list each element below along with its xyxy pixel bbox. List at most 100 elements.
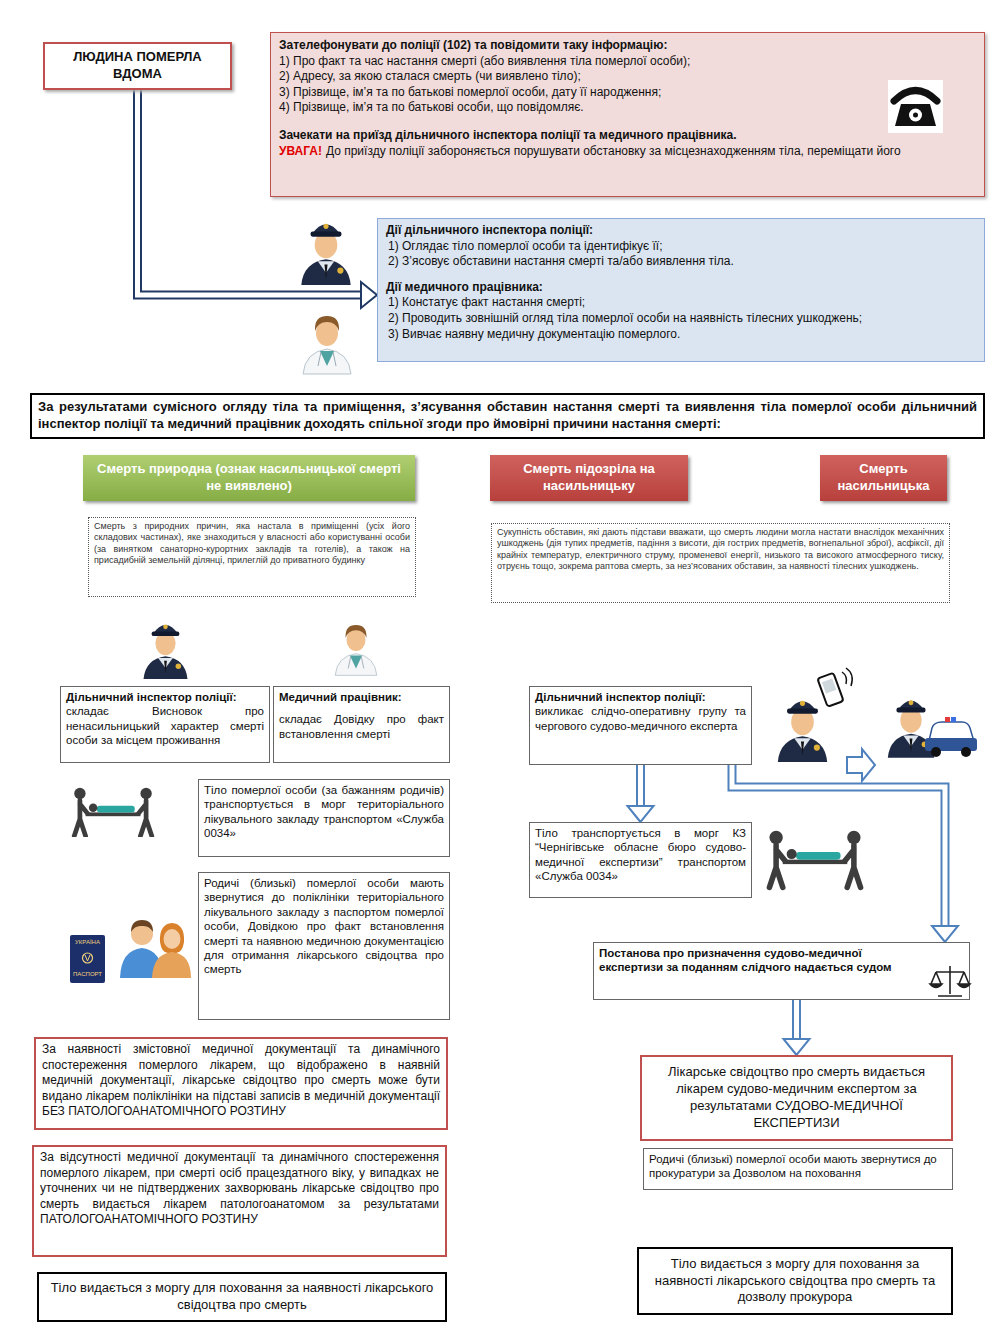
node-text: 3) Вивчає наявну медичну документацію по… [386,327,976,343]
node-heading: Дільничний інспектор поліції: [66,690,264,704]
release-box: Тіло видається з моргу для поховання за … [637,1247,953,1315]
node-text: До приїзду поліції забороняється порушув… [326,144,901,158]
node-text: За наявності змістовної медичної докумен… [42,1042,440,1120]
scales-icon [936,966,964,996]
police-car-icon [931,747,941,757]
relatives-icon [152,952,191,978]
node-text: Тіло померлої особи (за бажанням родичів… [204,783,444,841]
arrow-inner [794,1000,799,1039]
node-text: Смерть природна (ознак насильницької сме… [91,461,407,495]
transport-box: Тіло померлої особи (за бажанням родичів… [198,779,450,857]
node-text: Дії медичного працівника: [386,280,976,296]
telephone-icon [894,91,937,102]
suspicious-death-badge: Смерть підозріла на насильницьку [490,455,688,501]
arrow-head [628,806,654,822]
relatives-icon [160,923,184,953]
node-heading: Зателефонувати до поліції (102) та повід… [279,38,976,54]
certificate-box: Лікарське свідоцтво про смерть видається… [640,1055,953,1141]
node-text: Смерть насильницька [828,461,939,495]
actions-box: Дії дільничного інспектора поліції:1) Ог… [377,218,985,362]
flow-arrow [784,1000,810,1055]
node-text: ЛЮДИНА ПОМЕРЛА ВДОМА [51,49,224,83]
node-text: 2) Проводить зовнішній огляд тіла померл… [386,311,976,327]
node-text: УВАГА! [279,144,322,158]
node-text: Лікарське свідоцтво про смерть видається… [648,1064,945,1132]
flow-arrow [732,765,958,942]
node-text: Тіло видається з моргу для поховання за … [647,1256,943,1307]
arrow-head [932,926,958,942]
mobile-phone-icon [842,668,852,686]
node-heading: Дільничний інспектор поліції: [535,690,746,704]
node-text: Родичі (близькі) померлої особи мають зв… [649,1152,947,1181]
passport-icon [85,955,90,961]
node-text: За результатами сумісного огляду тіла та… [38,399,977,433]
scales-icon [930,966,970,996]
arrow-head [784,1039,810,1055]
certificate-box: За відсутності медичної документації та … [32,1145,447,1257]
node-text: Постанова про призначення судово-медично… [599,946,925,975]
node-text: викликає слідчо-оперативну групу та черг… [535,704,746,733]
node-text: 3) Прізвище, ім’я та по батькові померло… [279,85,976,101]
node-text: Родичі (близькі) померлої особи мають зв… [204,876,444,977]
violent-death-badge: Смерть насильницька [820,455,947,501]
police-car-icon [951,717,956,722]
medic-icon [303,316,351,374]
scales-icon [931,972,969,984]
mobile-phone-icon [822,679,836,694]
node-text: Тіло видається з моргу для поховання за … [47,1280,437,1314]
passport-icon [70,935,105,983]
telephone-icon [909,109,922,122]
police-car-icon [961,747,971,757]
definition-note: Сукупність обставин, які дають підстави … [491,523,950,603]
node-text: 2) З’ясовує обставини настання смерті та… [386,254,976,270]
node-text: Тіло транспортується в морг КЗ “Чернігів… [535,826,746,884]
stretcher-icon [769,831,860,888]
stretcher-icon [74,788,152,836]
hollow-arrow [847,749,875,781]
passport-text: ПАСПОРТ [70,971,105,977]
transport-box: Тіло транспортується в морг КЗ “Чернігів… [529,822,752,898]
telephone-icon [913,113,918,118]
police-conclusion-box: Дільничний інспектор поліції:складає Вис… [60,686,270,763]
start-box: ЛЮДИНА ПОМЕРЛА ВДОМА [43,42,232,90]
relatives-icon [131,920,153,932]
node-heading: Медичний працівник: [279,690,444,704]
police-icon [301,224,350,285]
node-text: За відсутності медичної документації та … [40,1150,439,1228]
relatives-box: Родичі (близькі) померлої особи мають зв… [198,872,450,1020]
certificate-box: За наявності змістовної медичної докумен… [34,1037,448,1130]
police-call-box: Дільничний інспектор поліції:викликає сл… [529,686,752,765]
node-text: Смерть з природних причин, яка настала в… [94,521,410,566]
passport-text: УКРАЇНА [70,939,105,945]
release-box: Тіло видається з моргу для поховання за … [37,1272,447,1322]
passport-icon [83,953,93,963]
arrow-outline [636,765,645,806]
police-car-icon [945,717,950,722]
relatives-icon [164,929,181,949]
node-text: 1) Оглядає тіло померлої особи та іденти… [386,239,976,255]
telephone-icon [888,80,943,133]
telephone-icon [895,104,936,126]
node-text: 1) Про факт та час настання смерті (або … [279,54,976,70]
arrow-inner [732,765,945,926]
mobile-phone-icon [817,673,843,707]
scales-icon [930,984,970,988]
definition-note: Смерть з природних причин, яка настала в… [88,517,416,597]
court-order-box: Постанова про призначення судово-медично… [593,942,970,1000]
node-text: Зачекати на приїзд дільничного інспектор… [279,128,976,144]
telephone-icon [888,80,943,133]
node-text: 2) Адресу, за якою сталася смерть (чи ви… [279,69,976,85]
medic-certificate-box: Медичний працівник:складає Довідку про ф… [273,686,450,763]
police-car-icon [925,717,977,757]
node-text: Сукупність обставин, які дають підстави … [497,527,944,572]
node-text: 4) Прізвище, ім’я та по батькові особи, … [279,100,976,116]
prosecutor-box: Родичі (близькі) померлої особи мають зв… [643,1148,953,1190]
relatives-icon [120,920,191,978]
call-police-box: Зателефонувати до поліції (102) та повід… [270,32,985,197]
mobile-phone-icon [817,668,852,707]
node-heading: Дії дільничного інспектора поліції: [386,223,976,239]
